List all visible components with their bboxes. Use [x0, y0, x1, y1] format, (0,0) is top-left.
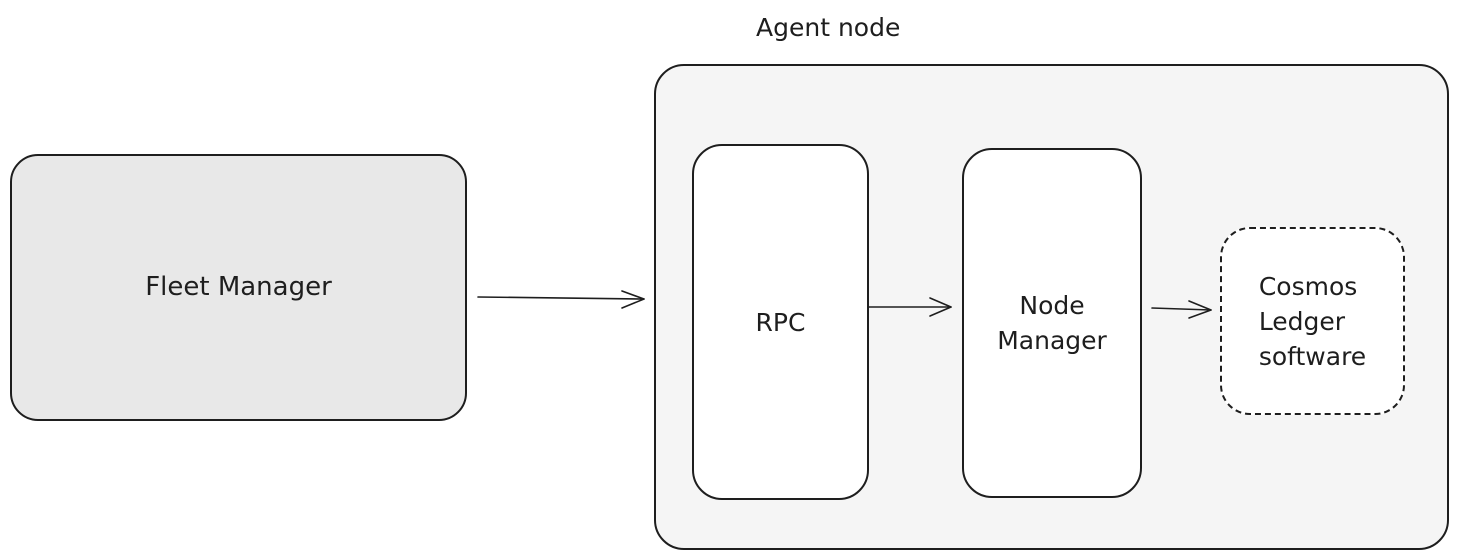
fleet-manager-label: Fleet Manager: [145, 272, 332, 302]
node-manager-box: Node Manager: [962, 148, 1142, 498]
rpc-box: RPC: [692, 144, 869, 500]
cosmos-ledger-box: Cosmos Ledger software: [1220, 227, 1405, 415]
agent-node-title: Agent node: [756, 13, 901, 42]
node-manager-label: Node Manager: [997, 291, 1107, 355]
cosmos-ledger-label: Cosmos Ledger software: [1258, 271, 1367, 371]
arrow-fleet-to-agent: [477, 290, 645, 309]
rpc-label: RPC: [755, 307, 806, 337]
fleet-manager-box: Fleet Manager: [10, 154, 467, 421]
arrow-node-manager-to-cosmos: [1151, 300, 1212, 319]
arrow-rpc-to-node-manager: [867, 297, 952, 317]
